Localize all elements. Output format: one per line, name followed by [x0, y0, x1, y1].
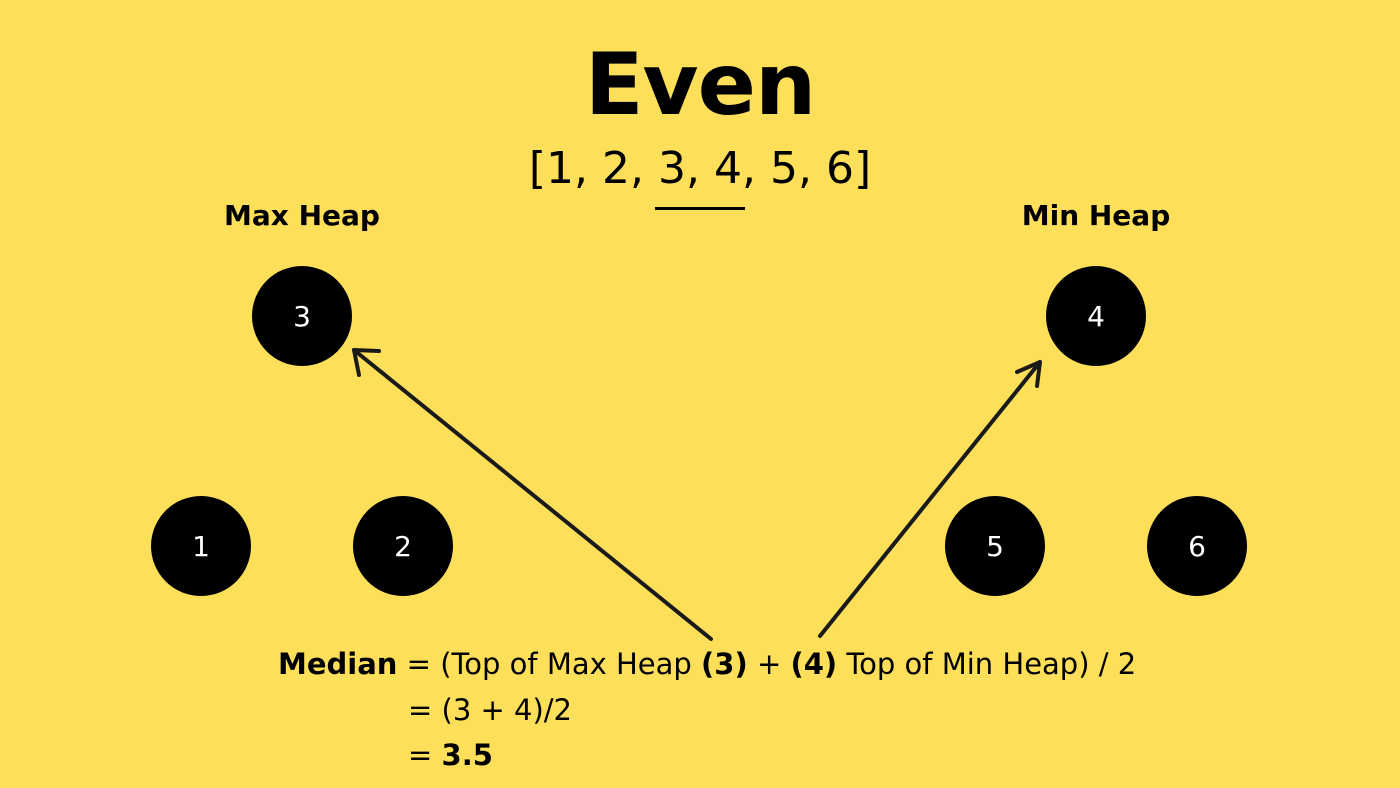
arrow-head-left	[352, 348, 381, 377]
arrow-to-min-heap-top	[818, 360, 1042, 638]
array-item-3: 3	[658, 143, 686, 194]
array-separator: ,	[630, 143, 658, 194]
max-heap-child-node: 1	[151, 496, 251, 596]
max-heap-top-node: 3	[252, 266, 352, 366]
arrow-shaft-right	[818, 360, 1042, 638]
min-heap-child-node: 6	[1147, 496, 1247, 596]
max-heap-child-node: 2	[353, 496, 453, 596]
array-item-6: 6	[825, 143, 854, 194]
arrow-to-max-heap-top	[352, 348, 713, 641]
plus-sign: +	[747, 647, 791, 681]
min-heap-label: Min Heap	[1021, 199, 1171, 232]
median-result: 3.5	[441, 738, 493, 772]
max-heap-top-value: (3)	[701, 647, 748, 681]
array-close-bracket: ]	[853, 143, 872, 194]
formula-text: Top of Min Heap) / 2	[837, 647, 1137, 681]
array-item-2: 2	[602, 143, 631, 194]
array-open-bracket: [	[528, 143, 547, 194]
array-separator: ,	[686, 143, 714, 194]
sorted-array: [1, 2, 3, 4, 5, 6]	[0, 140, 1400, 198]
array-separator: ,	[574, 143, 603, 194]
middle-elements-underline	[655, 207, 745, 210]
array-item-1: 1	[546, 143, 575, 194]
min-heap-top-value: (4)	[790, 647, 838, 681]
median-formula-line-1: Median = (Top of Max Heap (3) + (4) Top …	[278, 642, 1136, 686]
array-separator: ,	[741, 143, 770, 194]
max-heap-label: Max Heap	[224, 199, 380, 232]
page-title: Even	[584, 35, 816, 135]
median-formula-line-2: = (3 + 4)/2	[408, 693, 573, 727]
min-heap-child-node: 5	[945, 496, 1045, 596]
formula-text: = (Top of Max Heap	[397, 647, 702, 681]
arrow-shaft-left	[352, 348, 713, 641]
array-separator: ,	[797, 143, 826, 194]
median-formula-line-3: = 3.5	[408, 733, 493, 777]
median-term: Median	[278, 647, 398, 681]
array-item-5: 5	[769, 143, 798, 194]
array-item-4: 4	[713, 143, 742, 194]
equals-sign: =	[408, 738, 442, 772]
arrow-head-right	[1015, 360, 1042, 388]
min-heap-top-node: 4	[1046, 266, 1146, 366]
